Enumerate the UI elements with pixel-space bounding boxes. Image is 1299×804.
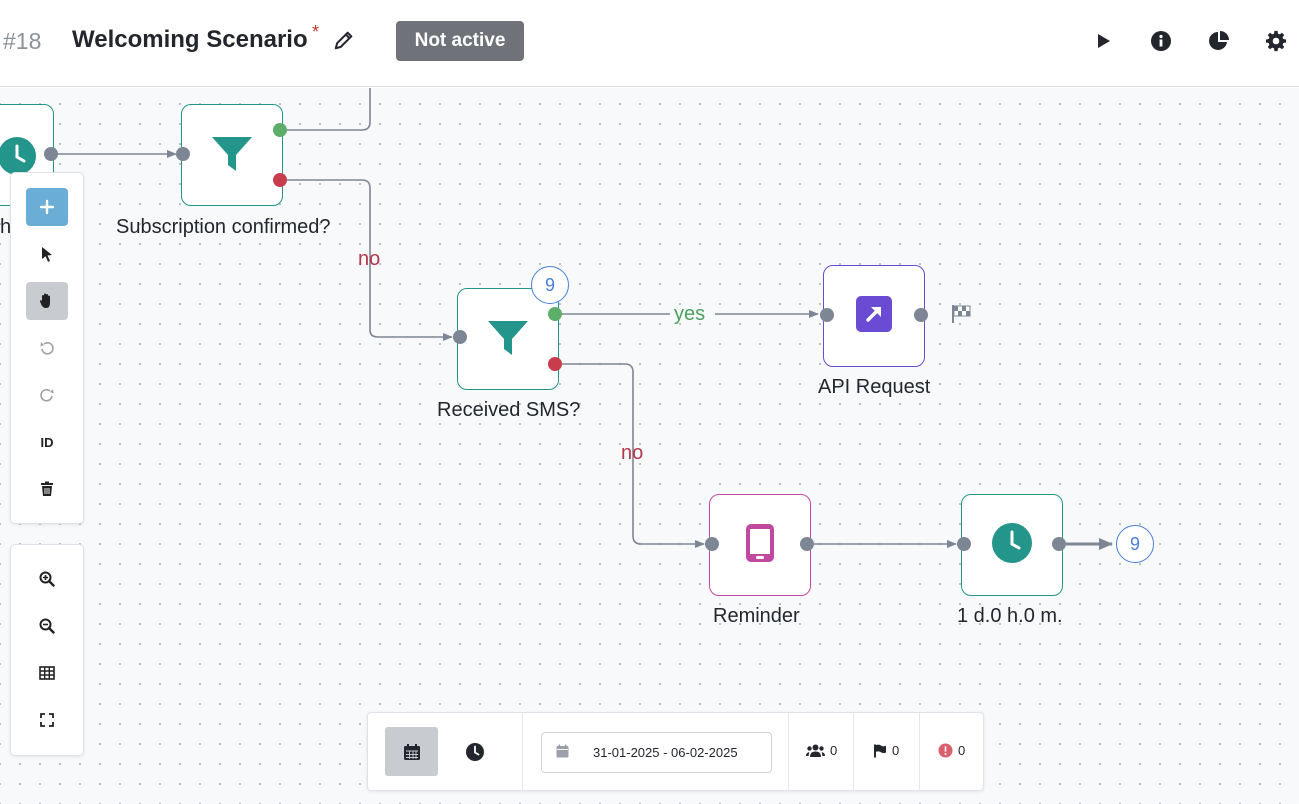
view-toolbar [10,544,84,756]
show-ids-button[interactable]: ID [26,423,68,461]
output-port[interactable] [1052,537,1066,551]
yes-port[interactable] [273,123,287,137]
undo-icon [40,341,54,355]
realtime-button[interactable] [448,727,501,776]
redo-button[interactable] [26,376,68,414]
edge-label-yes: yes [674,303,706,325]
input-port[interactable] [957,537,971,551]
date-range-picker[interactable]: 31-01-2025 - 06-02-2025 [541,732,772,773]
pencil-icon[interactable] [333,29,355,51]
output-port[interactable] [44,147,58,161]
input-port[interactable] [820,308,834,322]
undo-button[interactable] [26,329,68,367]
separator [853,713,854,792]
condition-node-subscription[interactable] [181,104,283,206]
node-label-delay: 1 d.0 h.0 m. [957,605,1063,627]
fullscreen-button[interactable] [26,701,68,739]
action-node-reminder[interactable] [709,494,811,596]
action-node-api-request[interactable] [823,265,925,367]
zoom-in-button[interactable] [26,560,68,598]
flags-count: 0 [892,743,900,758]
count-badge-end[interactable]: 9 [1116,525,1154,563]
errors-count: 0 [958,743,966,758]
scenario-id: #18 [3,28,42,54]
gear-icon[interactable] [1263,28,1289,54]
node-label-reminder: Reminder [713,605,800,627]
yes-port[interactable] [548,307,562,321]
wait-node-delay[interactable] [961,494,1063,596]
add-node-button[interactable] [26,188,68,226]
calendar-icon [556,744,569,761]
edge-label-no: no [358,248,381,270]
input-port[interactable] [453,330,467,344]
plus-icon [39,199,55,215]
info-icon[interactable] [1148,28,1174,54]
output-port[interactable] [914,308,928,322]
no-port[interactable] [548,357,562,371]
zoom-out-icon [39,618,55,634]
input-port[interactable] [176,147,190,161]
separator [522,713,523,792]
separator [788,713,789,792]
flag-icon [874,744,886,757]
select-tool-button[interactable] [26,235,68,273]
output-port[interactable] [800,537,814,551]
clock-icon [465,742,484,761]
grid-icon [39,666,55,680]
condition-node-received-sms[interactable] [457,288,559,390]
users-icon [806,744,825,757]
mobile-phone-icon [745,523,775,568]
finish-flag-icon [951,304,973,329]
no-port[interactable] [273,173,287,187]
delete-button[interactable] [26,470,68,508]
calendar-icon [403,743,420,760]
node-label-partial: h [0,216,12,238]
trash-icon [41,481,53,496]
scenario-title: Welcoming Scenario [72,26,308,53]
input-port[interactable] [705,537,719,551]
count-badge[interactable]: 9 [531,266,569,304]
node-label-api-request: API Request [818,376,931,398]
edit-toolbar: ID [10,172,84,524]
users-count: 0 [830,743,838,758]
pan-tool-button[interactable] [26,282,68,320]
errors-stat[interactable]: 0 [938,743,965,758]
funnel-icon [210,131,254,180]
separator [919,713,920,792]
hand-icon [39,293,50,308]
grid-toggle-button[interactable] [26,654,68,692]
unsaved-marker: * [312,22,320,42]
zoom-in-icon [39,571,55,587]
external-link-icon [856,295,892,337]
date-range-value: 31-01-2025 - 06-02-2025 [593,745,738,760]
funnel-icon [486,315,530,364]
flags-stat[interactable]: 0 [873,743,899,758]
header: #18 Welcoming Scenario * Not active [0,0,1299,87]
edge-label-no: no [621,442,644,464]
clock-icon [0,136,37,181]
clock-icon [991,522,1033,569]
node-label-received-sms: Received SMS? [437,399,581,421]
chart-pie-icon[interactable] [1206,28,1232,54]
users-stat[interactable]: 0 [806,743,837,758]
fullscreen-icon [40,713,54,727]
pointer-icon [42,247,52,262]
stats-bar: 31-01-2025 - 06-02-2025 0 0 0 [367,712,984,792]
play-icon[interactable] [1090,28,1116,54]
redo-icon [40,388,54,402]
error-icon [938,743,953,758]
node-label-subscription: Subscription confirmed? [116,216,331,238]
status-badge[interactable]: Not active [396,21,524,61]
zoom-out-button[interactable] [26,607,68,645]
calendar-range-button[interactable] [385,727,438,776]
id-icon: ID [40,434,54,450]
